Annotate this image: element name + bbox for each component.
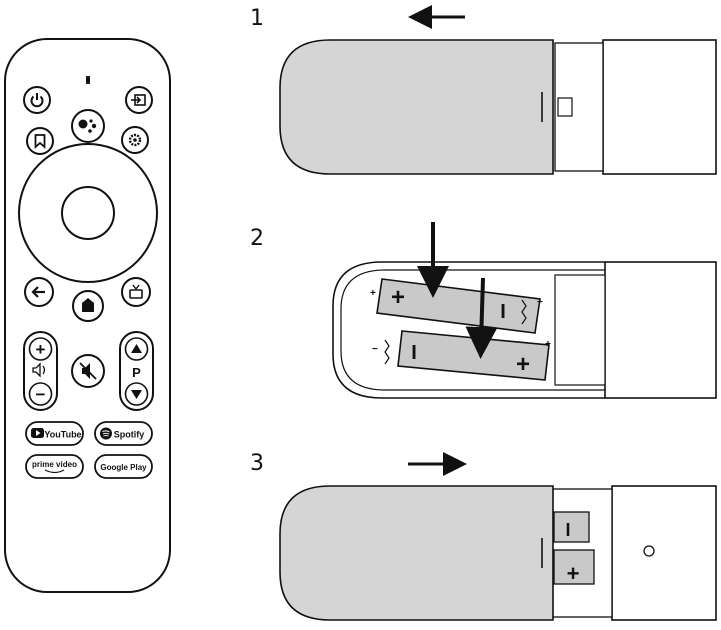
step-2-open-compartment: + I I + + − − + xyxy=(332,261,717,399)
bookmark-button[interactable] xyxy=(26,127,54,155)
svg-text:+: + xyxy=(567,561,580,586)
spotify-button[interactable]: Spotify xyxy=(94,421,153,446)
speaker-icon xyxy=(32,362,46,378)
settings-button[interactable] xyxy=(121,126,149,154)
volume-rocker[interactable]: + − xyxy=(23,331,58,411)
home-icon xyxy=(82,298,94,312)
volume-down-label: − xyxy=(36,385,46,404)
svg-text:I: I xyxy=(411,342,417,364)
settings-icon xyxy=(128,133,142,147)
volume-up-label: + xyxy=(36,340,46,359)
step-1-remote-back xyxy=(279,39,717,175)
remote-control: + − P YouT xyxy=(4,38,171,593)
mute-icon xyxy=(79,362,97,380)
svg-text:I: I xyxy=(565,520,570,540)
channel-up-icon xyxy=(131,344,142,353)
dpad-ok-button[interactable] xyxy=(61,186,115,240)
assistant-button[interactable] xyxy=(71,109,105,143)
terminal-minus-mark: − xyxy=(372,344,378,355)
step-2-number: 2 xyxy=(250,226,264,251)
battery-bottom: I + xyxy=(384,330,550,381)
input-button[interactable] xyxy=(125,86,153,114)
home-button[interactable] xyxy=(72,290,104,322)
status-led xyxy=(86,76,90,84)
google-play-label: Google Play xyxy=(100,463,147,472)
step-3-remote-closing: I + xyxy=(279,485,717,621)
youtube-button[interactable]: YouTube xyxy=(25,421,84,446)
prime-video-label: prime video xyxy=(32,460,77,469)
svg-text:+: + xyxy=(516,351,530,378)
step-3-number: 3 xyxy=(250,451,264,476)
svg-text:+: + xyxy=(391,284,405,311)
bookmark-icon xyxy=(34,134,46,150)
program-label: P xyxy=(132,365,141,380)
program-rocker[interactable]: P xyxy=(119,331,154,411)
battery-cover xyxy=(279,485,554,621)
terminal-plus-mark: + xyxy=(370,288,376,299)
step-1-number: 1 xyxy=(250,6,264,31)
back-icon xyxy=(31,286,45,298)
step-2-arrow-down-2 xyxy=(465,277,498,359)
channel-down-icon xyxy=(131,390,142,399)
input-icon xyxy=(131,94,146,106)
google-play-button[interactable]: Google Play xyxy=(94,454,153,479)
prime-video-button[interactable]: prime video xyxy=(25,454,84,479)
power-icon xyxy=(30,93,44,108)
prime-smile-icon xyxy=(44,469,65,474)
svg-text:I: I xyxy=(500,301,506,323)
terminal-plus-mark-right: + xyxy=(545,339,551,350)
mute-button[interactable] xyxy=(71,354,105,388)
google-assistant-icon xyxy=(78,119,97,133)
terminal-minus-mark-right: − xyxy=(537,297,543,308)
tv-button[interactable] xyxy=(121,277,151,307)
spotify-logo-icon xyxy=(100,427,112,440)
spotify-label: Spotify xyxy=(114,430,145,440)
youtube-label: YouTube xyxy=(44,430,81,440)
battery-cover xyxy=(279,39,554,175)
battery-top: + I xyxy=(376,278,541,334)
power-button[interactable] xyxy=(23,86,51,114)
back-button[interactable] xyxy=(24,277,54,307)
tv-icon xyxy=(129,284,143,299)
